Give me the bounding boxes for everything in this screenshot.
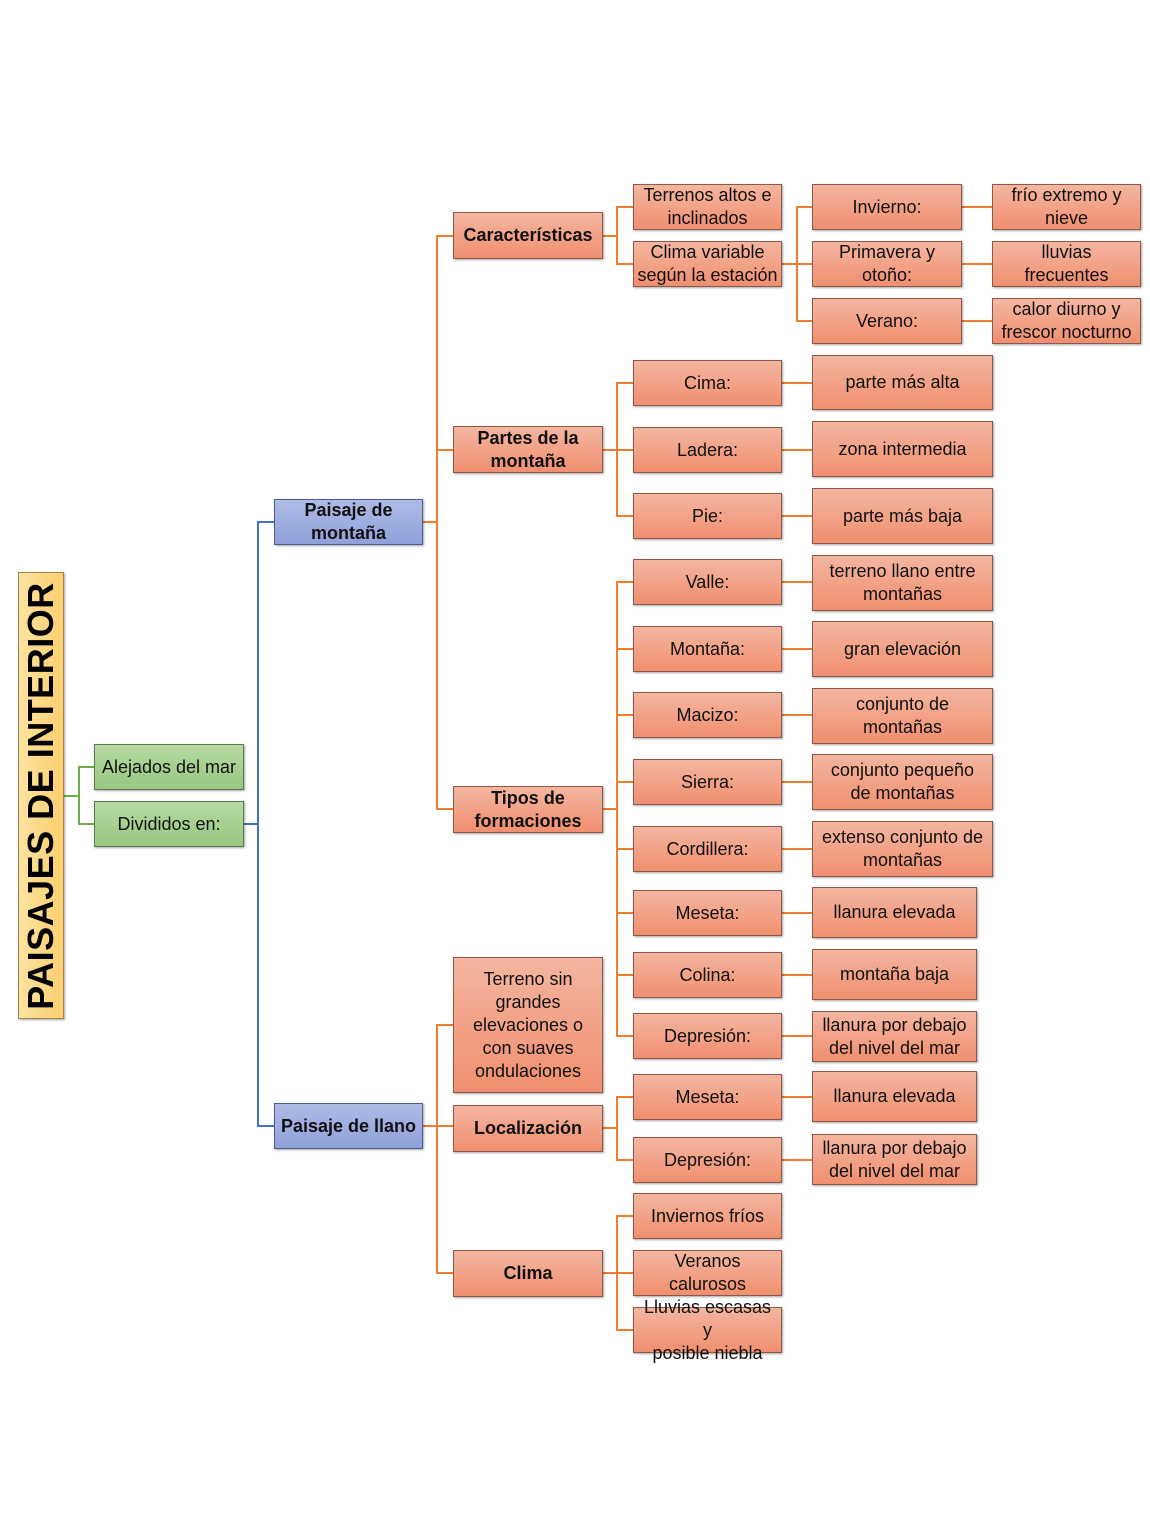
node-cima: Cima:: [633, 360, 782, 406]
node-tipos: Tipos de formaciones: [453, 786, 603, 833]
node-loc-depresion-desc: llanura por debajo del nivel del mar: [812, 1134, 977, 1185]
node-valle: Valle:: [633, 559, 782, 605]
node-primavera-desc: lluvias frecuentes: [992, 241, 1141, 287]
connector-clima: [602, 1215, 633, 1331]
node-lluvias-escasas: Lluvias escasas y posible niebla: [633, 1297, 782, 1363]
node-pie: Pie:: [633, 493, 782, 539]
node-sierra: Sierra:: [633, 759, 782, 805]
node-depresion: Depresión:: [633, 1013, 782, 1059]
connector-tipos-desc: [781, 581, 812, 1037]
node-divididos: Divididos en:: [94, 801, 244, 847]
node-clima-llano: Clima: [453, 1250, 603, 1297]
connector-localizacion: [602, 1096, 633, 1161]
node-meseta-desc: llanura elevada: [812, 887, 977, 938]
node-alejados: Alejados del mar: [94, 744, 244, 790]
connector-partes-desc: [781, 382, 812, 517]
main-title: PAISAJES DE INTERIOR: [20, 581, 61, 1010]
node-paisaje-llano: Paisaje de llano: [274, 1103, 423, 1149]
node-cordillera: Cordillera:: [633, 826, 782, 872]
node-loc-meseta-desc: llanura elevada: [812, 1071, 977, 1122]
node-depresion-desc: llanura por debajo del nivel del mar: [812, 1011, 977, 1062]
node-loc-meseta: Meseta:: [633, 1074, 782, 1120]
node-verano-desc: calor diurno y frescor nocturno: [992, 298, 1141, 344]
node-sierra-desc: conjunto pequeño de montañas: [812, 754, 993, 810]
node-primavera: Primavera y otoño:: [812, 241, 962, 287]
node-veranos-calurosos: Veranos calurosos: [633, 1250, 782, 1296]
node-cordillera-desc: extenso conjunto de montañas: [812, 821, 993, 877]
node-clima-variable: Clima variable según la estación: [633, 241, 782, 287]
node-ladera-desc: zona intermedia: [812, 421, 993, 477]
connector-localizacion-desc: [781, 1096, 812, 1161]
node-meseta: Meseta:: [633, 890, 782, 936]
connector-partes: [602, 382, 633, 517]
node-paisaje-montana: Paisaje de montaña: [274, 499, 423, 545]
node-valle-desc: terreno llano entre montañas: [812, 555, 993, 611]
connector-divididos-paisajes: [243, 521, 274, 1127]
node-invierno: Invierno:: [812, 184, 962, 230]
connector-tipos: [602, 581, 633, 1037]
node-inviernos-frios: Inviernos fríos: [633, 1193, 782, 1239]
node-verano: Verano:: [812, 298, 962, 344]
node-loc-depresion: Depresión:: [633, 1137, 782, 1183]
node-partes: Partes de la montaña: [453, 426, 603, 473]
main-title-box: PAISAJES DE INTERIOR: [18, 572, 64, 1019]
connector-montana: [422, 235, 453, 810]
node-macizo-desc: conjunto de montañas: [812, 688, 993, 744]
connector-llano: [422, 1024, 453, 1274]
node-terreno-llano: Terreno sin grandes elevaciones o con su…: [453, 957, 603, 1093]
connector-seasons-desc: [961, 206, 992, 322]
node-invierno-desc: frío extremo y nieve: [992, 184, 1141, 230]
node-cima-desc: parte más alta: [812, 355, 993, 410]
connector-title-intro: [64, 766, 94, 825]
connector-clima-variable: [781, 206, 812, 322]
node-localizacion: Localización: [453, 1105, 603, 1152]
node-montana-desc: gran elevación: [812, 621, 993, 677]
node-colina-desc: montaña baja: [812, 949, 977, 1000]
node-macizo: Macizo:: [633, 692, 782, 738]
node-terrenos-altos: Terrenos altos e inclinados: [633, 184, 782, 230]
node-montana: Montaña:: [633, 626, 782, 672]
node-caracteristicas: Características: [453, 212, 603, 259]
node-pie-desc: parte más baja: [812, 488, 993, 544]
connector-caracteristicas: [602, 206, 633, 265]
node-colina: Colina:: [633, 952, 782, 998]
node-ladera: Ladera:: [633, 427, 782, 473]
